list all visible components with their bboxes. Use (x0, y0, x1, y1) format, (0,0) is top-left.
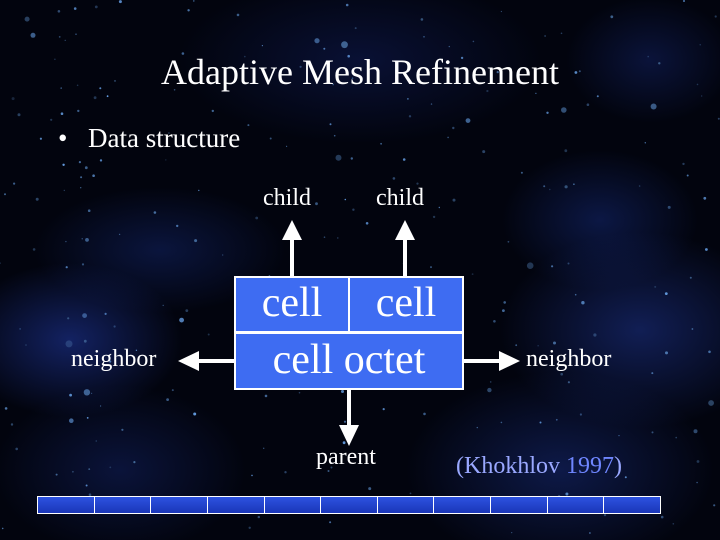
slide-title: Adaptive Mesh Refinement (161, 52, 559, 92)
progress-segment (377, 497, 435, 513)
citation-author: Khokhlov (464, 453, 560, 479)
parent-arrow (339, 390, 359, 446)
bullet-marker: • (58, 123, 68, 153)
child-arrow-right (395, 220, 415, 276)
parent-label: parent (316, 444, 376, 470)
neighbor-label-left: neighbor (71, 346, 157, 372)
neighbor-arrow-right (464, 351, 520, 371)
citation-year: 1997 (566, 453, 614, 479)
progress-segment (604, 497, 661, 513)
progress-segment (264, 497, 322, 513)
citation-open: ( (456, 453, 464, 479)
child-arrow-left (282, 220, 302, 276)
child-label-left: child (263, 185, 311, 211)
neighbor-label-right: neighbor (526, 346, 612, 372)
progress-segment (491, 497, 548, 513)
child-cell-right: cell (348, 276, 464, 333)
child-label-right: child (376, 185, 424, 211)
progress-segment (94, 497, 152, 513)
progress-segment (434, 497, 492, 513)
bullet-item: • Data structure (58, 121, 240, 155)
progress-segment (207, 497, 265, 513)
progress-segment (151, 497, 208, 513)
neighbor-arrow-left (178, 351, 234, 371)
bullet-text: Data structure (88, 123, 241, 153)
progress-segment (321, 497, 378, 513)
slide-progress-bar (37, 496, 661, 514)
citation: (Khokhlov 1997) (456, 451, 622, 481)
child-cell-left: cell (234, 276, 350, 333)
cell-octet-box: cell octet (234, 332, 464, 390)
progress-segment (547, 497, 605, 513)
citation-close: ) (614, 453, 622, 479)
progress-segment (38, 497, 95, 513)
